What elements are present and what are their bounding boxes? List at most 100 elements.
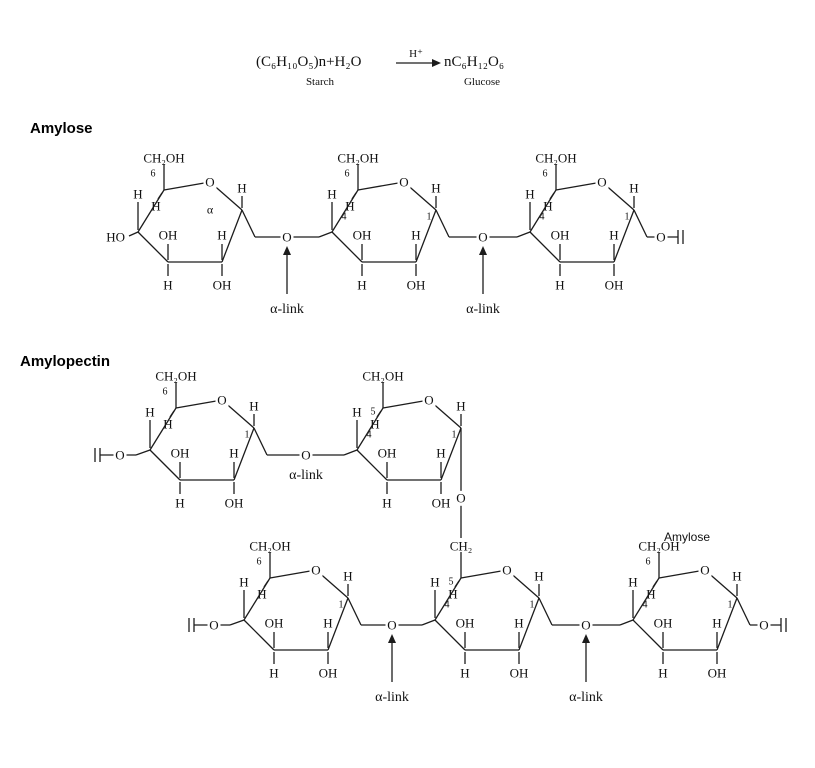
label-backing <box>309 562 323 578</box>
chain-oxygen-label: O <box>115 448 124 463</box>
substituent-bond <box>376 410 382 418</box>
carbon-number: 6 <box>345 169 350 180</box>
hydrogen-label: H <box>343 569 352 584</box>
ring-bond <box>243 619 275 651</box>
carbon-number: 6 <box>163 387 168 398</box>
stem-label: CH₂OH <box>337 151 378 166</box>
hydrogen-label: H <box>175 496 184 511</box>
substituent-bond <box>157 192 163 200</box>
label-backing <box>397 174 411 190</box>
ring-bond <box>518 597 540 651</box>
carbon-number: 6 <box>151 169 156 180</box>
hydrogen-label: H <box>732 569 741 584</box>
hydrogen-label: H <box>382 496 391 511</box>
ring-bond <box>331 231 363 263</box>
label-backing <box>500 562 514 578</box>
glycosidic-bond <box>347 597 362 626</box>
hydrogen-label: H <box>514 616 523 631</box>
hydroxyl-label: OH <box>654 616 673 631</box>
substituent-bond <box>454 580 460 588</box>
glycosidic-bond <box>619 619 634 626</box>
hydrogen-label: H <box>345 199 354 214</box>
hydrogen-label: H <box>145 405 154 420</box>
ring-bond <box>356 449 388 481</box>
hydrogen-label: H <box>269 666 278 681</box>
glycosidic-bond <box>318 231 333 238</box>
alpha-link-label: α-link <box>289 468 323 483</box>
ring-oxygen-label: O <box>399 175 408 190</box>
label-backing <box>113 447 127 463</box>
hydrogen-label: H <box>327 187 336 202</box>
amylopectin-title: Amylopectin <box>20 353 110 370</box>
ring-bond <box>440 427 462 481</box>
glycosidic-oxygen-label: O <box>581 618 590 633</box>
ring-bond <box>233 427 255 481</box>
ring-oxygen-label: O <box>311 563 320 578</box>
carbon-number: 1 <box>427 212 432 223</box>
carbon-number: 4 <box>643 600 648 611</box>
glycosidic-bond <box>421 619 436 626</box>
ring-bond <box>415 209 437 263</box>
carbon-number: 6 <box>543 169 548 180</box>
substituent-bond <box>549 192 555 200</box>
hydrogen-label: H <box>543 199 552 214</box>
hydrogen-label: H <box>628 575 637 590</box>
stem-label: CH₂OH <box>638 539 679 554</box>
catalyst-label: H⁺ <box>409 48 423 60</box>
hydrogen-label: H <box>239 575 248 590</box>
alpha-link-label: α-link <box>375 690 409 705</box>
hydrogen-label: H <box>229 446 238 461</box>
carbon-number: 1 <box>245 430 250 441</box>
ring-bond <box>632 619 664 651</box>
ring-bond <box>137 231 169 263</box>
hydroxyl-label: OH <box>265 616 284 631</box>
hydrogen-label: H <box>448 587 457 602</box>
hydrogen-label: H <box>163 278 172 293</box>
label-backing <box>595 174 609 190</box>
amylose-annotation: Amylose <box>664 530 710 544</box>
ring-bond <box>382 399 430 409</box>
ring-oxygen-label: O <box>205 175 214 190</box>
glycosidic-bond <box>253 427 268 456</box>
hydrogen-label: H <box>431 181 440 196</box>
carbon-number: 1 <box>530 600 535 611</box>
carbon-number: 4 <box>367 430 372 441</box>
hydrogen-label: H <box>151 199 160 214</box>
chain-bond <box>736 597 751 626</box>
hydroxyl-label: OH <box>171 446 190 461</box>
hydrogen-label: H <box>534 569 543 584</box>
hydrogen-label: H <box>609 228 618 243</box>
hydroxyl-label: OH <box>378 446 397 461</box>
hydrogen-label: H <box>525 187 534 202</box>
glycosidic-oxygen-label: O <box>387 618 396 633</box>
hydroxyl-label: OH <box>213 278 232 293</box>
label-backing <box>476 229 490 245</box>
hydrogen-label: H <box>658 666 667 681</box>
hydroxyl-label: OH <box>225 496 244 511</box>
ring-bond <box>149 449 181 481</box>
hydroxyl-label: OH <box>319 666 338 681</box>
glycosidic-bond <box>538 597 553 626</box>
hydrogen-label: H <box>323 616 332 631</box>
label-backing <box>422 392 436 408</box>
carbon-number: 6 <box>257 557 262 568</box>
branch-oxygen-label: O <box>456 491 465 506</box>
chain-bond <box>135 449 151 456</box>
glycosidic-oxygen-label: O <box>301 448 310 463</box>
carbon-number: 1 <box>452 430 457 441</box>
ring-bond <box>327 597 349 651</box>
alpha-link-label: α-link <box>466 302 500 317</box>
stem-label: CH₂OH <box>362 369 403 384</box>
ring-bond <box>460 569 508 579</box>
hydrogen-label: H <box>217 228 226 243</box>
stem-label: CH₂OH <box>535 151 576 166</box>
label-backing <box>579 617 593 633</box>
hydroxyl-label: OH <box>159 228 178 243</box>
hydrogen-label: H <box>629 181 638 196</box>
hydrogen-label: H <box>436 446 445 461</box>
ring-bond <box>221 209 243 263</box>
alpha-label: α <box>207 202 214 216</box>
label-backing <box>280 229 294 245</box>
